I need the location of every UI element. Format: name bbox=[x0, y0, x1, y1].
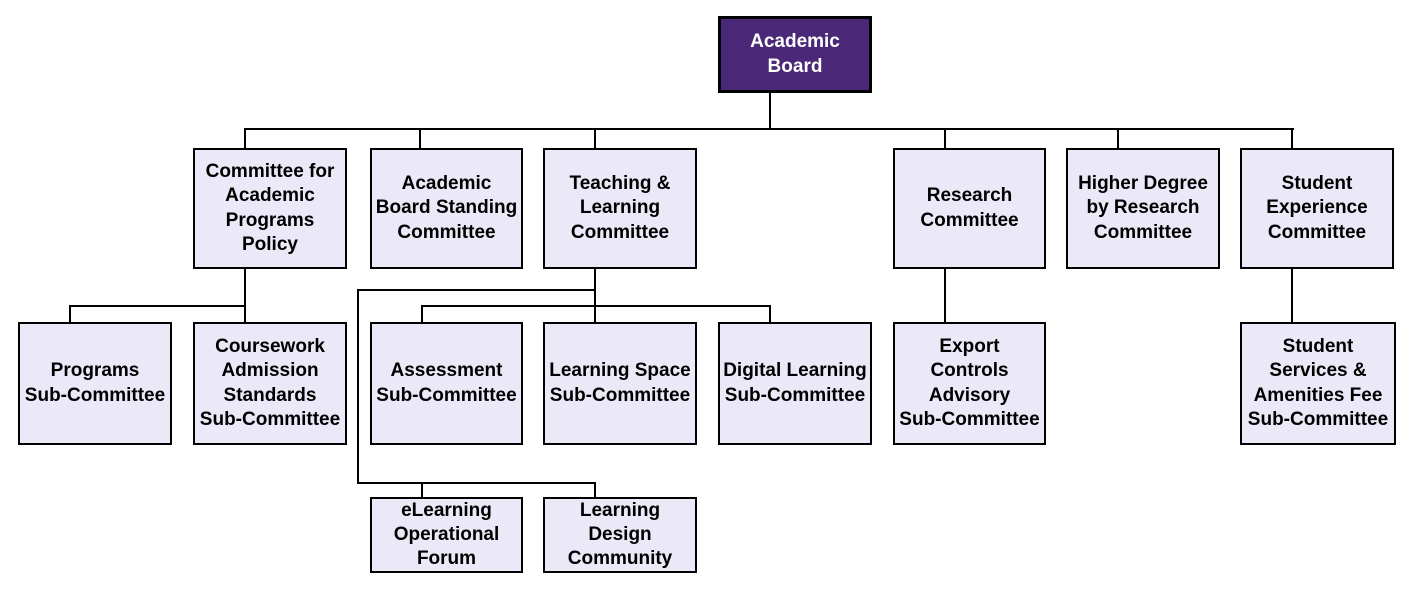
org-node-export-controls-advisory-sub-committee: Export Controls Advisory Sub-Committee bbox=[893, 322, 1046, 445]
connector-root-stub bbox=[769, 93, 771, 130]
org-node-digital-learning-sub-committee: Digital Learning Sub-Committee bbox=[718, 322, 872, 445]
connector-drop-absc bbox=[419, 128, 421, 148]
org-node-higher-degree-research-committee: Higher Degree by Research Committee bbox=[1066, 148, 1220, 269]
connector-coursework-stub bbox=[244, 305, 246, 322]
org-node-teaching-learning-committee: Teaching & Learning Committee bbox=[543, 148, 697, 269]
connector-digital-learning-stub bbox=[769, 305, 771, 322]
org-node-learning-space-sub-committee: Learning Space Sub-Committee bbox=[543, 322, 697, 445]
connector-drop-research bbox=[944, 128, 946, 148]
connector-capp-down bbox=[244, 269, 246, 307]
connector-tlc-left-branch bbox=[357, 289, 596, 291]
connector-drop-sec bbox=[1291, 128, 1293, 148]
connector-research-down bbox=[944, 269, 946, 322]
org-node-assessment-sub-committee: Assessment Sub-Committee bbox=[370, 322, 523, 445]
connector-top-bus bbox=[244, 128, 1294, 130]
org-node-learning-design-community: Learning Design Community bbox=[543, 497, 697, 573]
connector-learning-design-stub bbox=[594, 482, 596, 497]
connector-assessment-stub bbox=[421, 305, 423, 322]
connector-level4-bus bbox=[357, 482, 596, 484]
connector-capp-bus bbox=[69, 305, 246, 307]
connector-drop-hdr bbox=[1117, 128, 1119, 148]
connector-programs-stub bbox=[69, 305, 71, 322]
org-node-programs-sub-committee: Programs Sub-Committee bbox=[18, 322, 172, 445]
connector-sec-down bbox=[1291, 269, 1293, 322]
org-node-committee-academic-programs-policy: Committee for Academic Programs Policy bbox=[193, 148, 347, 269]
connector-drop-tlc bbox=[594, 128, 596, 148]
connector-tlc-left-vertical bbox=[357, 289, 359, 484]
org-node-research-committee: Research Committee bbox=[893, 148, 1046, 269]
connector-tlc-bus bbox=[421, 305, 771, 307]
org-node-academic-board-standing-committee: Academic Board Standing Committee bbox=[370, 148, 523, 269]
connector-elearning-stub bbox=[421, 482, 423, 497]
connector-tlc-down bbox=[594, 269, 596, 322]
org-node-student-services-amenities-fee-sub-committee: Student Services & Amenities Fee Sub-Com… bbox=[1240, 322, 1396, 445]
org-node-coursework-admission-standards-sub-committee: Coursework Admission Standards Sub-Commi… bbox=[193, 322, 347, 445]
org-node-student-experience-committee: Student Experience Committee bbox=[1240, 148, 1394, 269]
org-node-elearning-operational-forum: eLearning Operational Forum bbox=[370, 497, 523, 573]
connector-drop-capp bbox=[244, 128, 246, 148]
org-node-academic-board: Academic Board bbox=[718, 16, 872, 93]
